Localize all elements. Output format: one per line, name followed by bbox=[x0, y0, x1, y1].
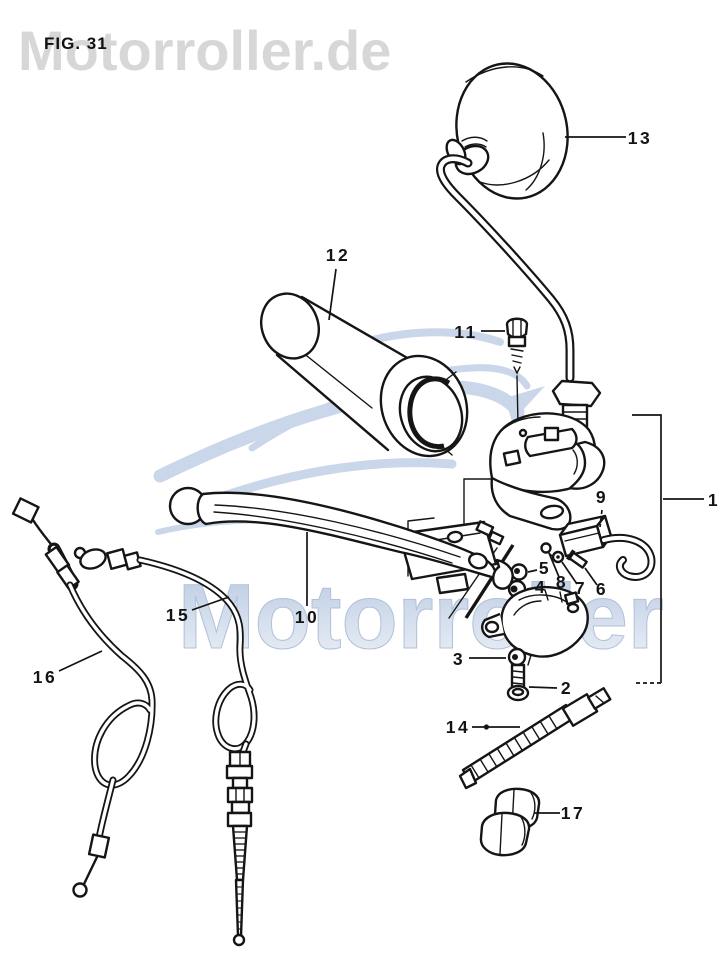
part-leader-dot-14 bbox=[483, 724, 489, 730]
watermark-center: Motorroller bbox=[178, 566, 664, 668]
part-callout-12: 12 bbox=[326, 245, 350, 265]
mirror-assembly bbox=[436, 62, 602, 433]
cable-clamp bbox=[479, 787, 541, 857]
part-callout-9: 9 bbox=[596, 487, 608, 507]
part-callout-14: 14 bbox=[446, 717, 470, 737]
switch-housing-upper bbox=[407, 412, 606, 619]
switch-housing-lower bbox=[481, 585, 589, 702]
part-leader-8 bbox=[548, 552, 560, 578]
part-callout-1: 1 bbox=[708, 490, 720, 510]
group-bracket-part1 bbox=[632, 414, 662, 684]
part-leader-5 bbox=[527, 569, 538, 573]
brake-lever bbox=[168, 486, 514, 590]
throttle-grip bbox=[260, 292, 469, 458]
part-callout-16: 16 bbox=[33, 667, 57, 687]
clutch-cable bbox=[11, 497, 156, 898]
part-leader-4 bbox=[526, 587, 534, 590]
part-callout-11: 11 bbox=[454, 322, 478, 342]
part-leader-9 bbox=[599, 509, 603, 528]
part-leader-16 bbox=[58, 650, 103, 672]
throttle-cable bbox=[73, 546, 258, 947]
part-leader-15 bbox=[191, 596, 230, 611]
part-callout-7: 7 bbox=[575, 578, 587, 598]
part-callout-13: 13 bbox=[628, 128, 652, 148]
part-callout-8: 8 bbox=[556, 572, 568, 592]
figure-label: FIG. 31 bbox=[44, 34, 108, 53]
part-leader-12 bbox=[328, 268, 337, 321]
part-callout-6: 6 bbox=[596, 579, 608, 599]
part-leader-6 bbox=[584, 567, 598, 586]
part-callout-4: 4 bbox=[535, 577, 547, 597]
switch-connector bbox=[558, 514, 656, 581]
small-fasteners bbox=[507, 542, 588, 599]
part-callout-17: 17 bbox=[561, 803, 585, 823]
watermark-top: Motorroller.de bbox=[18, 19, 391, 82]
part-leader-2 bbox=[528, 686, 558, 689]
part-callout-15: 15 bbox=[166, 605, 190, 625]
part-leader-7 bbox=[561, 561, 578, 585]
part-callout-2: 2 bbox=[561, 678, 573, 698]
part-callout-3: 3 bbox=[453, 649, 465, 669]
part-callout-5: 5 bbox=[539, 558, 551, 578]
cable-tie bbox=[458, 687, 612, 790]
part-callout-10: 10 bbox=[295, 607, 319, 627]
